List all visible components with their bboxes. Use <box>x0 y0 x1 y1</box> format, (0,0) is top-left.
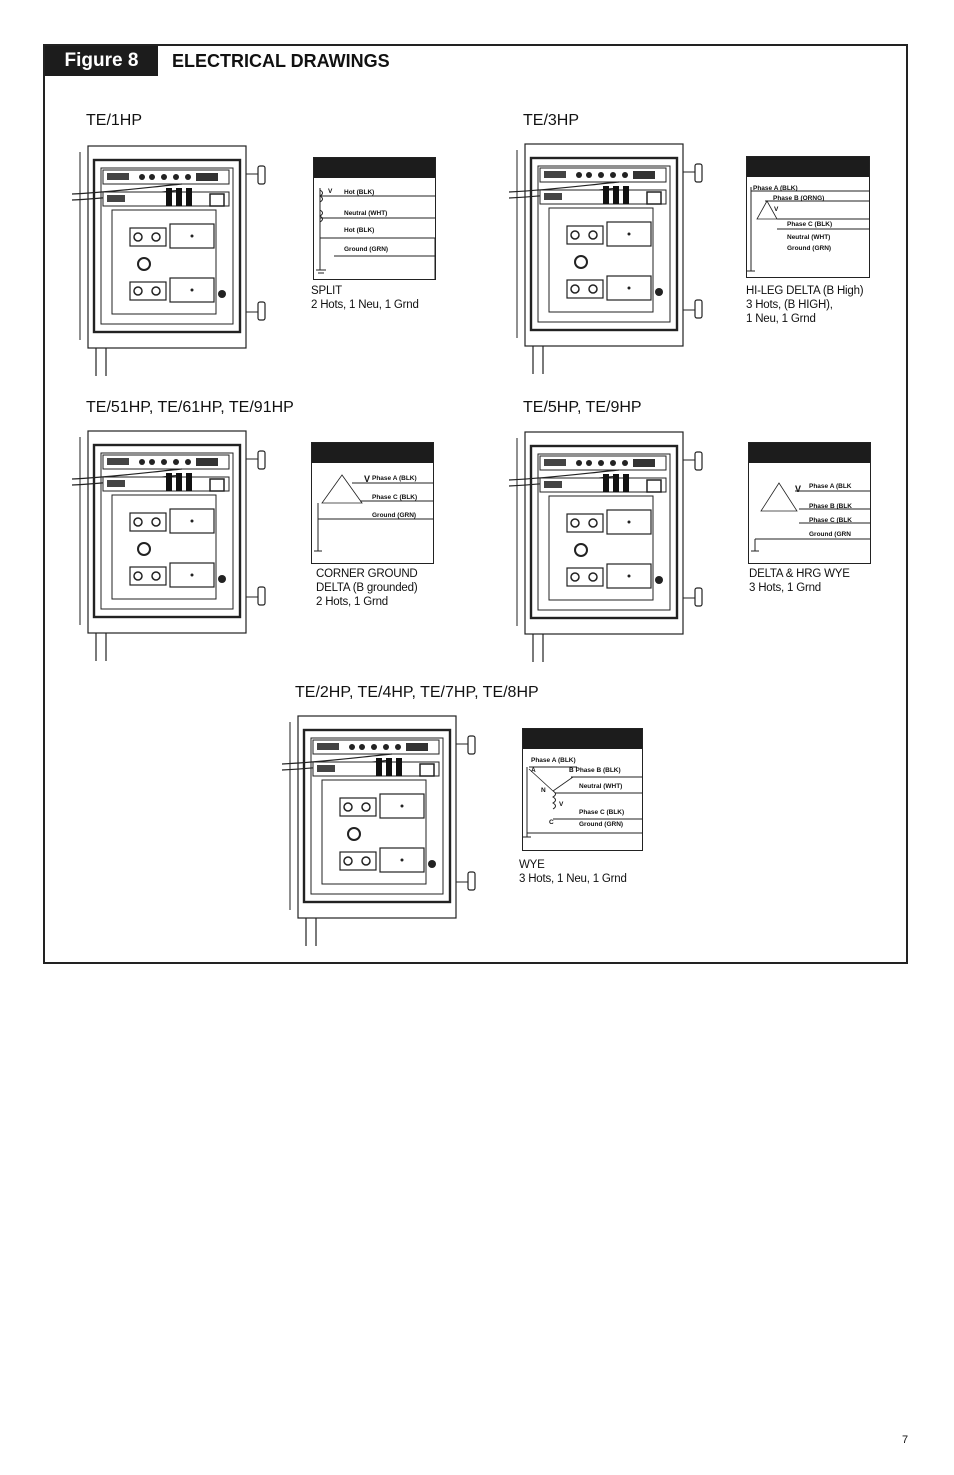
diagram-header <box>523 729 642 749</box>
wye-label-4: Phase C (BLK) <box>579 809 625 816</box>
panel-illustration-te51hp <box>72 429 267 663</box>
caption-corner-ground-delta: CORNER GROUND DELTA (B grounded) 2 Hots,… <box>316 568 418 608</box>
hileg-label-2: Phase B (ORNG) <box>773 195 825 202</box>
hileg-wiring-lines <box>747 187 869 272</box>
panel-illustration-te3hp <box>509 142 704 376</box>
model-te5hp: TE/5HP, TE/9HP <box>523 399 642 416</box>
wiring-diagram-corner-ground-delta: V Phase A (BLK) Phase C (BLK) Ground (GR… <box>311 442 434 564</box>
wiring-diagram-hileg-delta: V Phase A (BLK) Phase B (ORNG) Phase C (… <box>746 156 870 278</box>
corner-label-3: Ground (GRN) <box>372 512 417 519</box>
diagram-header <box>312 443 433 463</box>
figure-title: ELECTRICAL DRAWINGS <box>172 51 390 71</box>
hrg-wiring-lines <box>751 482 870 552</box>
coil-label: V <box>559 801 564 808</box>
wye-letter-n: N <box>541 787 546 794</box>
hrg-label-3: Phase C (BLK <box>809 517 852 524</box>
figure-frame: Figure 8 ELECTRICAL DRAWINGS <box>43 44 908 964</box>
caption-wye: WYE 3 Hots, 1 Neu, 1 Grnd <box>519 859 627 885</box>
hileg-label-3: Phase C (BLK) <box>787 221 833 228</box>
split-label-2: Neutral (WHT) <box>344 210 388 217</box>
hileg-label-1: Phase A (BLK) <box>753 185 798 192</box>
wiring-diagram-wye: Phase A (BLK) B Phase B (BLK) Neutral (W… <box>522 728 643 851</box>
wye-wiring-lines <box>523 766 642 838</box>
hileg-label-5: Ground (GRN) <box>787 245 832 252</box>
model-te1hp: TE/1HP <box>86 112 143 129</box>
page-number: 7 <box>902 1434 909 1446</box>
diagram-header <box>749 443 870 463</box>
wye-label-3: Neutral (WHT) <box>579 783 623 790</box>
wye-label-5: Ground (GRN) <box>579 821 624 828</box>
wiring-diagram-delta-hrg-wye: V Phase A (BLK Phase B (BLK Phase C (BLK… <box>748 442 871 564</box>
split-wiring-lines <box>316 188 435 279</box>
wye-letter-c: C <box>549 819 554 826</box>
wye-letter-a: A <box>531 767 536 774</box>
model-te3hp: TE/3HP <box>523 112 580 129</box>
wiring-diagram-split: V Hot (BLK) Neutral (WHT) Hot (BLK) Grou… <box>313 157 436 280</box>
caption-split: SPLIT 2 Hots, 1 Neu, 1 Grnd <box>311 285 419 311</box>
split-label-4: Ground (GRN) <box>344 246 389 253</box>
coil-label: V <box>795 484 802 494</box>
coil-label: V <box>774 206 779 213</box>
corner-label-2: Phase C (BLK) <box>372 494 418 501</box>
wye-label-1: Phase A (BLK) <box>531 757 576 764</box>
coil-label: V <box>328 188 333 195</box>
model-te2hp: TE/2HP, TE/4HP, TE/7HP, TE/8HP <box>295 684 539 701</box>
model-te51hp: TE/51HP, TE/61HP, TE/91HP <box>86 399 294 416</box>
hrg-label-4: Ground (GRN <box>809 531 851 538</box>
corner-label-1: Phase A (BLK) <box>372 475 417 482</box>
split-label-3: Hot (BLK) <box>344 227 375 234</box>
diagram-header <box>314 158 435 178</box>
diagram-header <box>747 157 869 177</box>
caption-hileg-delta: HI-LEG DELTA (B High) 3 Hots, (B HIGH), … <box>746 285 864 325</box>
coil-label: V <box>364 474 371 484</box>
corner-wiring-lines <box>314 474 433 552</box>
hileg-label-4: Neutral (WHT) <box>787 234 831 241</box>
panel-illustration-te5hp <box>509 430 704 664</box>
wye-label-2: B Phase B (BLK) <box>569 767 621 774</box>
figure-label: Figure 8 <box>45 46 158 76</box>
hrg-label-1: Phase A (BLK <box>809 483 852 490</box>
panel-illustration-te2hp <box>282 714 477 948</box>
split-label-1: Hot (BLK) <box>344 189 375 196</box>
panel-illustration-te1hp <box>72 144 267 378</box>
caption-delta-hrg-wye: DELTA & HRG WYE 3 Hots, 1 Grnd <box>749 568 850 594</box>
hrg-label-2: Phase B (BLK <box>809 503 852 510</box>
